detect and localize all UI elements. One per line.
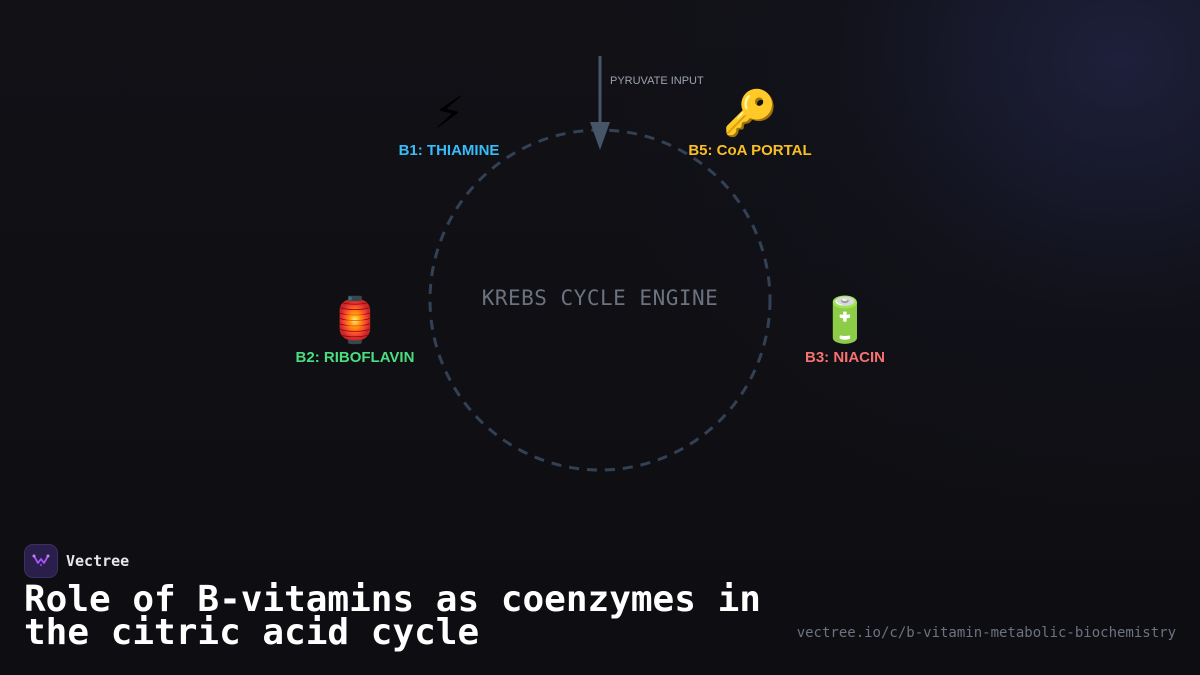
lantern-icon: 🏮 — [327, 295, 383, 346]
pyruvate-input-label: PYRUVATE INPUT — [610, 75, 704, 87]
node-label: B3: NIACIN — [804, 349, 885, 366]
lightning-icon: ⚡ — [433, 88, 465, 139]
node-b2-riboflavin: 🏮 B2: RIBOFLAVIN — [265, 295, 445, 366]
brand-name: Vectree — [66, 552, 130, 570]
key-icon: 🔑 — [722, 88, 778, 139]
node-label: B1: THIAMINE — [398, 142, 500, 159]
cycle-center-label: KREBS CYCLE ENGINE — [481, 286, 719, 310]
source-url: vectree.io/c/b-vitamin-metabolic-biochem… — [796, 625, 1176, 641]
node-label: B2: RIBOFLAVIN — [295, 349, 415, 366]
brand: Vectree — [24, 544, 129, 578]
node-b3-niacin: 🔋 B3: NIACIN — [755, 295, 935, 366]
vectree-logo-icon — [24, 544, 58, 578]
battery-icon: 🔋 — [817, 295, 873, 346]
pyruvate-input-arrowhead — [590, 122, 610, 150]
node-label: B5: CoA PORTAL — [688, 142, 812, 159]
node-b1-thiamine: ⚡ B1: THIAMINE — [359, 88, 539, 159]
node-b5-coa-portal: 🔑 B5: CoA PORTAL — [660, 88, 840, 159]
page-title: Role of B-vitamins as coenzymes in the c… — [24, 579, 761, 653]
